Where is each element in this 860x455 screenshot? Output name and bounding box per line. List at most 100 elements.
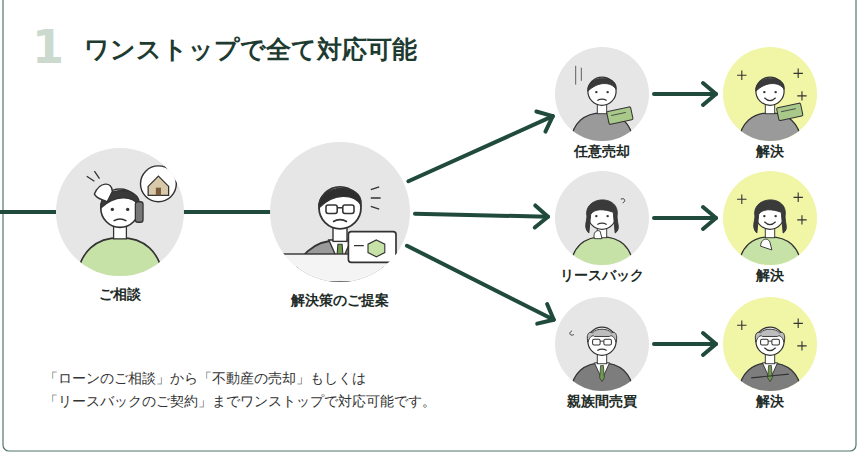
connector-line [654, 342, 716, 346]
node-label: リースバック [557, 267, 647, 284]
figure-illustration [570, 199, 634, 265]
figure-eye [774, 91, 776, 93]
figure-mouth [764, 222, 775, 225]
sparkle [797, 341, 806, 350]
figure-mouth [114, 219, 127, 221]
frame-border [3, 0, 856, 451]
sparkle [797, 215, 806, 224]
connector-line [184, 210, 270, 214]
figure-illustration [570, 66, 634, 141]
hands [761, 239, 772, 250]
figure-eye [606, 215, 608, 217]
crossed-arms [751, 374, 789, 378]
figure-body [570, 237, 634, 265]
glasses [600, 341, 604, 342]
phone [135, 202, 143, 222]
circle-shape [555, 297, 649, 391]
figure-illustration [737, 69, 807, 141]
caption-text: 「ローンのご相談」から「不動産の売却」もしくは 「リースバックのご契約」までワン… [44, 367, 474, 413]
figure-mouth [597, 349, 606, 350]
circle-shape [723, 47, 817, 141]
figure-body [738, 237, 802, 265]
connector [407, 246, 554, 324]
node-label: 解決 [753, 393, 787, 410]
circle-node: 任意売却 [555, 47, 649, 141]
connector-line [407, 246, 554, 320]
figure-head [319, 187, 361, 229]
circle-shape [723, 171, 817, 265]
arrow-head [536, 111, 552, 131]
figure-illustration [270, 187, 410, 282]
figure-illustration [737, 193, 807, 265]
node-label: 解決 [753, 267, 787, 284]
house-door [156, 188, 161, 196]
figure-illustration [570, 327, 634, 391]
bankbook-line [611, 112, 626, 115]
figure-illustration [737, 319, 807, 391]
sparkle [737, 71, 746, 80]
figure-eye [763, 91, 765, 93]
sparkle [794, 319, 803, 328]
circle-node: ご相談 [56, 148, 184, 276]
figure-eye [595, 91, 597, 93]
figure-mouth [764, 348, 775, 351]
figure-head [588, 327, 616, 355]
circle-node: 解決 [723, 297, 817, 391]
glasses [343, 205, 354, 213]
figure-mouth [333, 220, 347, 222]
figure-hair [755, 329, 784, 342]
circle-shape [555, 47, 649, 141]
sparkle [737, 321, 746, 330]
circle-shape [56, 148, 184, 276]
hand-on-chin [594, 231, 602, 239]
house-icon [148, 176, 168, 195]
sparkle [794, 193, 803, 202]
figure-body [738, 363, 802, 391]
figure-hair [756, 78, 784, 91]
circle-background [723, 297, 817, 391]
node-label: 親族間売買 [564, 393, 640, 410]
figure-head [756, 77, 784, 105]
connector [654, 333, 716, 355]
necktie [768, 366, 773, 382]
section-title: ワンストップで全て対応可能 [84, 33, 417, 67]
figure-body [76, 238, 163, 276]
lead-in-line [0, 210, 56, 214]
arrow-head [703, 207, 716, 229]
connector-line [408, 116, 552, 181]
glasses [326, 205, 337, 213]
connector-line [654, 92, 716, 96]
tablet [348, 232, 396, 263]
sparkle [797, 91, 806, 100]
connector [408, 111, 552, 181]
arrow-head [703, 83, 716, 105]
figure-head [588, 77, 616, 105]
arrow-head [535, 205, 548, 227]
figure-eye [606, 91, 608, 93]
speech-bubble [140, 166, 176, 202]
node-label: ご相談 [96, 286, 144, 303]
talk-marks [371, 187, 381, 209]
figure-body [570, 363, 634, 391]
figure-illustration [76, 166, 176, 276]
node-label: 解決策のご提案 [288, 292, 392, 309]
step-number: 1 [32, 20, 64, 74]
glasses [772, 339, 780, 345]
arrow-head [537, 304, 554, 324]
figure-hair [319, 188, 361, 207]
glasses [337, 207, 343, 208]
figure-mouth [597, 99, 606, 100]
sparkle [794, 69, 803, 78]
necktie [600, 366, 605, 382]
figure-eye [111, 208, 114, 211]
connector [184, 212, 270, 213]
node-label: 解決 [753, 143, 787, 160]
bankbook-line [781, 109, 796, 112]
figure-eye [595, 215, 597, 217]
node-label: 任意売却 [571, 143, 633, 160]
circle-shape [723, 297, 817, 391]
figure-eye [774, 215, 776, 217]
connector [654, 207, 716, 229]
figure-hair [586, 200, 619, 233]
bankbook [776, 103, 803, 121]
